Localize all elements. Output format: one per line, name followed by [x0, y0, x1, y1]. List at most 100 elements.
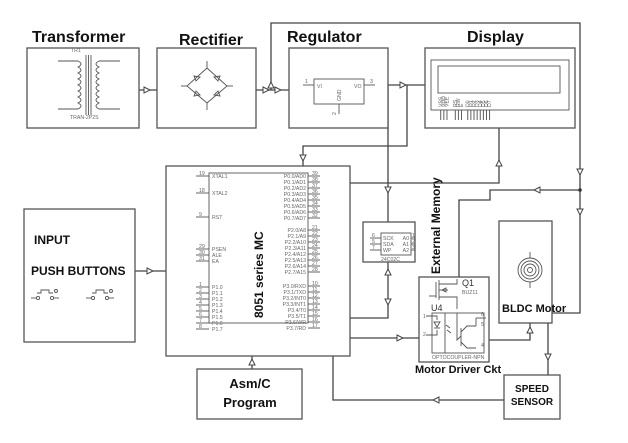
- regulator-label-vo: VO: [354, 84, 362, 90]
- mcu-pin-number: 6: [199, 312, 202, 318]
- lcd-pin: RS: [453, 99, 459, 120]
- flow-arrow-icon: [399, 81, 408, 89]
- u4-pin-6: 6: [481, 312, 484, 318]
- arrows: [143, 80, 584, 404]
- lcd-pin-name: D1: [468, 100, 474, 107]
- lcd-pin-name: D3: [475, 100, 481, 107]
- wire-driver-motor: [489, 323, 531, 341]
- memory-part: 24C02C: [381, 257, 400, 263]
- mcu-pin-name: P3.2/INT0: [283, 296, 306, 302]
- mcu-pin-number: 24: [312, 243, 318, 249]
- lcd-screen: [437, 65, 561, 94]
- flow-arrow-icon: [576, 168, 584, 177]
- flow-arrow-icon: [431, 396, 440, 404]
- lcd-pin-name: D4: [478, 100, 484, 107]
- mcu-pin-name: XTAL2: [212, 191, 228, 197]
- mcu-pin-name: P3.6/WR: [285, 320, 306, 326]
- svg-text:6: 6: [372, 233, 375, 239]
- wires: [135, 22, 582, 401]
- flow-arrow-icon: [274, 86, 283, 94]
- mcu-pin-number: 5: [199, 306, 202, 312]
- mcu-pin-number: 2: [199, 288, 202, 294]
- mcu-pin-number: 11: [312, 287, 317, 293]
- lcd-pin: RW: [456, 98, 462, 120]
- motor-driver-box: [418, 276, 490, 363]
- svg-text:A2: A2: [403, 248, 409, 254]
- motor-driver-block: Q1 BUZ11 U4 1 2 6: [415, 276, 502, 376]
- flow-arrow-icon: [248, 357, 256, 366]
- mcu-pin-number: 25: [312, 249, 318, 255]
- lcd-module: [430, 59, 570, 111]
- mcu-pin-number: 18: [199, 188, 205, 194]
- mcu-pin-number: 9: [199, 212, 202, 218]
- push-buttons-title: PUSH BUTTONS: [31, 264, 125, 278]
- flow-arrow-icon: [299, 154, 307, 163]
- transformer-box: [26, 47, 140, 129]
- speed-sensor-line2: SENSOR: [511, 397, 554, 408]
- display-box: [424, 47, 576, 129]
- mcu-pin-number: 35: [312, 195, 318, 201]
- mcu-pin-number: 34: [312, 201, 318, 207]
- mcu-pin-number: 37: [312, 183, 318, 189]
- program-block: Asm/C Program: [196, 368, 303, 420]
- mcu-pin-name: P0.0/AD0: [284, 174, 306, 180]
- display-title: Display: [467, 29, 524, 46]
- mcu-pin-number: 19: [199, 171, 205, 177]
- u4-pin-1: 1: [423, 314, 426, 320]
- lcd-pin-name: VSS: [438, 96, 444, 107]
- regulator-pin-out: 3: [370, 79, 373, 85]
- motor-driver-title: Motor Driver Ckt: [415, 364, 502, 376]
- flow-arrow-icon: [384, 186, 392, 195]
- q1-part: BUZ11: [462, 290, 478, 296]
- regulator-pin-gnd: 2: [332, 112, 338, 115]
- lcd-pin-name: D7: [487, 100, 493, 107]
- lcd-pin: E: [459, 103, 465, 120]
- svg-text:A0: A0: [403, 236, 409, 242]
- mcu-pin-name: P0.7/AD7: [284, 216, 306, 222]
- speed-sensor-line1: SPEED: [515, 384, 549, 395]
- motor-block: BLDC Motor: [498, 220, 567, 324]
- mcu-pin-name: RST: [212, 215, 223, 221]
- mcu-pin-name: P2.2/A10: [285, 240, 306, 246]
- flow-arrow-icon: [526, 325, 534, 334]
- wire-sensor-mcu: [332, 356, 504, 401]
- mcu-pin-number: 36: [312, 189, 318, 195]
- mcu-pin-name: P2.0/A8: [288, 228, 307, 234]
- mcu-pin-name: P3.5/T1: [288, 314, 306, 320]
- mcu-pin-number: 1: [199, 282, 202, 288]
- lcd-pin: VEE: [444, 96, 451, 120]
- motor-box: [498, 220, 553, 324]
- mcu-pin-name: P0.1/AD1: [284, 180, 306, 186]
- mcu-pin-name: P1.4: [212, 309, 223, 315]
- memory-title: External Memory: [429, 177, 443, 274]
- program-title-line1: Asm/C: [229, 376, 271, 391]
- mcu-pin-name: P2.1/A9: [288, 234, 307, 240]
- flow-arrow-icon: [532, 186, 541, 194]
- mcu-pin-name: P1.0: [212, 285, 223, 291]
- mcu-pin-name: P2.7/A15: [285, 270, 306, 276]
- mcu-pin-number: 17: [312, 323, 318, 329]
- mcu-pin-name: P1.5: [212, 315, 223, 321]
- regulator-label-gnd: GND: [337, 89, 343, 101]
- mcu-pin-name: PSEN: [212, 247, 226, 253]
- u4-part: OPTOCOUPLER-NPN: [432, 355, 485, 361]
- mcu-pin-number: 3: [199, 294, 202, 300]
